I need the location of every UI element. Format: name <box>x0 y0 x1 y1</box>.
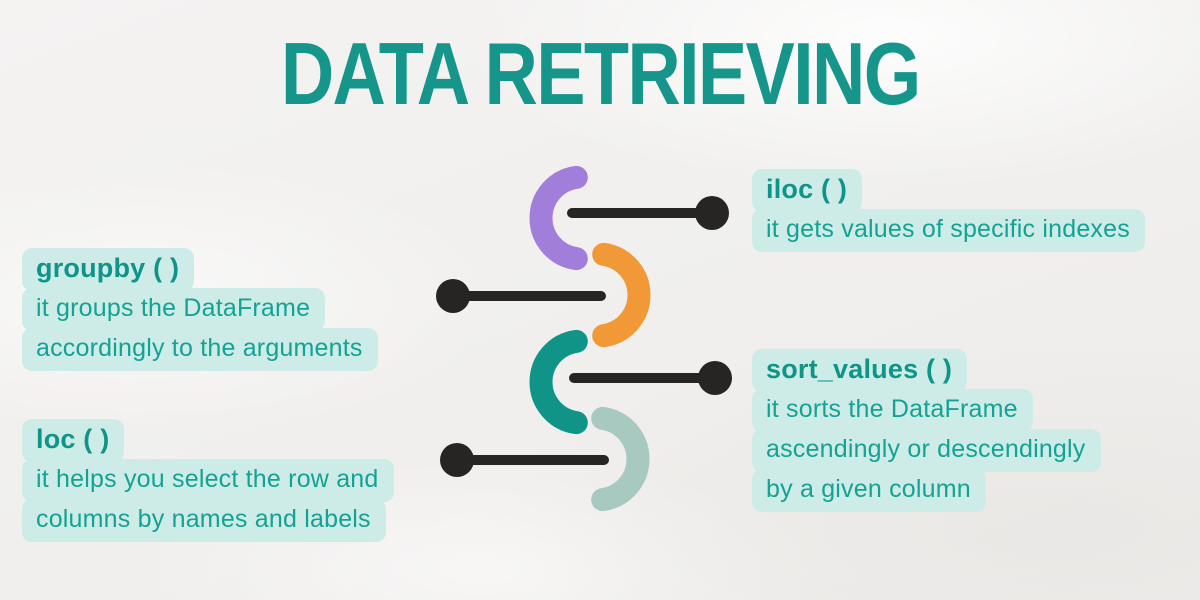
loc-function-name: loc ( ) <box>22 419 125 462</box>
groupby-description-line: accordingly to the arguments <box>22 328 378 371</box>
groupby-function-name: groupby ( ) <box>22 248 195 291</box>
iloc-function-name: iloc ( ) <box>752 169 863 212</box>
loc-description-line: it helps you select the row and <box>22 459 394 502</box>
sage-arc <box>591 406 650 512</box>
groupby-connector-dot <box>436 279 470 313</box>
iloc-block: iloc ( ) it gets values of specific inde… <box>752 169 1145 252</box>
groupby-description-line: it groups the DataFrame <box>22 288 326 331</box>
sort-values-function-name: sort_values ( ) <box>752 349 968 392</box>
sort-values-connector-dot <box>698 361 732 395</box>
teal-arc <box>529 329 588 435</box>
orange-arc <box>592 242 651 348</box>
sort-values-description-line: by a given column <box>752 469 986 512</box>
iloc-description-line: it gets values of specific indexes <box>752 209 1145 252</box>
sort-values-description-line: ascendingly or descendingly <box>752 429 1101 472</box>
purple-arc <box>529 165 588 271</box>
page-title-text: DATA RETRIEVING <box>280 24 921 123</box>
loc-description-line: columns by names and labels <box>22 499 386 542</box>
page-title: DATA RETRIEVING <box>0 30 1200 118</box>
loc-connector-dot <box>440 443 474 477</box>
groupby-block: groupby ( ) it groups the DataFrame acco… <box>22 248 378 371</box>
iloc-connector-dot <box>695 196 729 230</box>
sort-values-description-line: it sorts the DataFrame <box>752 389 1033 432</box>
sort-values-block: sort_values ( ) it sorts the DataFrame a… <box>752 349 1101 512</box>
loc-block: loc ( ) it helps you select the row and … <box>22 419 394 542</box>
